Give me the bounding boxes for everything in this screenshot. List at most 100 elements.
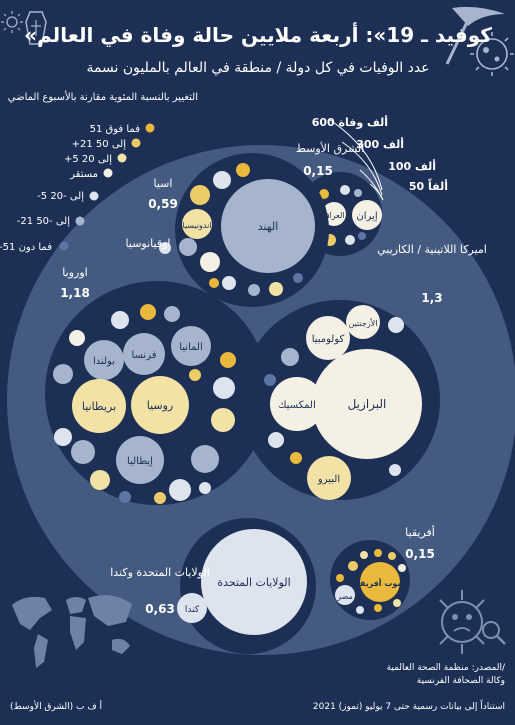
- latam-bubble: [268, 432, 284, 448]
- coffin-icon: [25, 11, 47, 45]
- russia-bubble: [131, 376, 189, 434]
- region-label-latam: اميركا اللاتينية / الكاريبي: [377, 243, 487, 256]
- europe-bubble: [164, 306, 180, 322]
- region-value-africa: 0,15: [405, 547, 435, 561]
- region-value-europe: 1,18: [60, 286, 90, 300]
- africa-bubble: [336, 574, 344, 582]
- color-legend-label: -21 إلى -50: [17, 216, 70, 227]
- canada-bubble: [177, 593, 207, 623]
- asia-bubble: [190, 185, 210, 205]
- france-bubble: [123, 333, 165, 375]
- region-label-asia: اسيا: [154, 177, 173, 190]
- size-legend-label: 600 ألف وفاة: [312, 115, 388, 129]
- europe-bubble: [211, 408, 235, 432]
- color-legend-label: 51 فما فوق: [90, 124, 141, 135]
- label-germany: المانيا: [179, 342, 203, 353]
- legend-swatch: [131, 138, 141, 148]
- europe-bubble: [90, 470, 110, 490]
- indonesia-bubble: [182, 209, 212, 239]
- me-bubble: [345, 235, 355, 245]
- europe-bubble: [71, 440, 95, 464]
- legend-swatch: [103, 168, 113, 178]
- latam-bubble: [264, 374, 276, 386]
- europe-bubble: [169, 479, 191, 501]
- label-egypt: مصر: [336, 592, 353, 601]
- world-map-icon: [12, 595, 132, 668]
- label-india: الهند: [258, 220, 279, 233]
- asia-bubble: [269, 282, 283, 296]
- label-russia: روسيا: [147, 399, 174, 412]
- egypt-bubble: [335, 585, 355, 605]
- africa-bubble: [398, 564, 406, 572]
- africa-bubble: [348, 561, 358, 571]
- label-south-africa: جنوب أفريقيا: [354, 578, 407, 588]
- asia-bubble: [236, 163, 250, 177]
- color-legend-dots: [59, 123, 155, 251]
- africa-bubble: [374, 549, 382, 557]
- europe-bubble: [189, 369, 201, 381]
- magnifier-icon: [482, 621, 506, 645]
- region-label-us-canada: الولايات المتحدة وكندا: [110, 566, 210, 579]
- europe-bubble: [54, 428, 72, 446]
- britain-bubble: [72, 379, 126, 433]
- region-label-middle-east: الشرق الأوسط: [296, 141, 365, 155]
- india-bubble: [221, 179, 315, 273]
- size-legend-label: 300 ألف: [356, 137, 404, 151]
- me-bubble: [319, 189, 329, 199]
- italy-bubble: [116, 436, 164, 484]
- brazil-bubble: [312, 349, 422, 459]
- region-label-oceania: اوقيانوسيا: [126, 237, 171, 250]
- label-britain: بريطانيا: [82, 400, 116, 413]
- asia-bubble: [213, 171, 231, 189]
- virus-icon-large: [470, 32, 514, 76]
- label-colombia: كولومبيا: [312, 334, 345, 345]
- label-iran: إيران: [356, 211, 377, 222]
- africa-bubble: [393, 599, 401, 607]
- size-legend-label: 50 ألفاً: [409, 178, 448, 193]
- label-canada: كندا: [185, 605, 200, 615]
- latam-bubble: [290, 452, 302, 464]
- label-brazil: البرازيل: [348, 397, 387, 412]
- label-iraq: العراق: [323, 211, 344, 220]
- africa-bubble: [360, 551, 368, 559]
- me-bubble: [358, 232, 366, 240]
- iran-bubble: [352, 200, 382, 230]
- europe-bubble: [154, 492, 166, 504]
- label-indonesia: اندونيسيا: [182, 221, 211, 230]
- region-value-asia: 0,59: [148, 197, 178, 211]
- region-label-europe: اوروبا: [62, 266, 87, 279]
- legend-swatch: [59, 241, 69, 251]
- asia-bubble: [179, 238, 197, 256]
- virus-icon-small: [1, 11, 23, 33]
- peru-bubble: [307, 456, 351, 500]
- europe-bubble: [140, 304, 156, 320]
- europe-bubble: [199, 482, 211, 494]
- scythe-icon: [445, 6, 505, 65]
- subtitle: عدد الوفيات في كل دولة / منطقة في العالم…: [86, 60, 429, 76]
- label-france: فرنسا: [131, 350, 156, 361]
- label-poland: بولندا: [93, 356, 115, 367]
- asia-bubble: [222, 276, 236, 290]
- europe-bubble: [69, 330, 85, 346]
- color-legend-label: -5 إلى -20: [37, 191, 84, 202]
- legend-swatch: [75, 216, 85, 226]
- label-peru: البيرو: [317, 474, 340, 485]
- source-line-2: وكالة الصحافة الفرنسية: [417, 676, 505, 686]
- colombia-bubble: [306, 316, 350, 360]
- label-usa: الولايات المتحدة: [217, 576, 290, 589]
- argentina-bubble: [346, 305, 380, 339]
- legend-swatch: [117, 153, 127, 163]
- africa-bubble: [374, 604, 382, 612]
- europe-bubble: [220, 352, 236, 368]
- asia-bubble: [248, 284, 260, 296]
- me-bubble: [354, 189, 362, 197]
- africa-bubble: [356, 606, 364, 614]
- size-legend-label: 100 ألف: [388, 159, 436, 173]
- size-legend-arcs: [329, 119, 384, 201]
- poland-bubble: [84, 340, 124, 380]
- color-legend-label: مستقر: [69, 169, 98, 180]
- legend-swatch: [145, 123, 155, 133]
- data-basis: استناداً إلى بيانات رسمية حتى 7 يوليو (ت…: [313, 699, 505, 712]
- label-italy: إيطاليا: [127, 456, 153, 467]
